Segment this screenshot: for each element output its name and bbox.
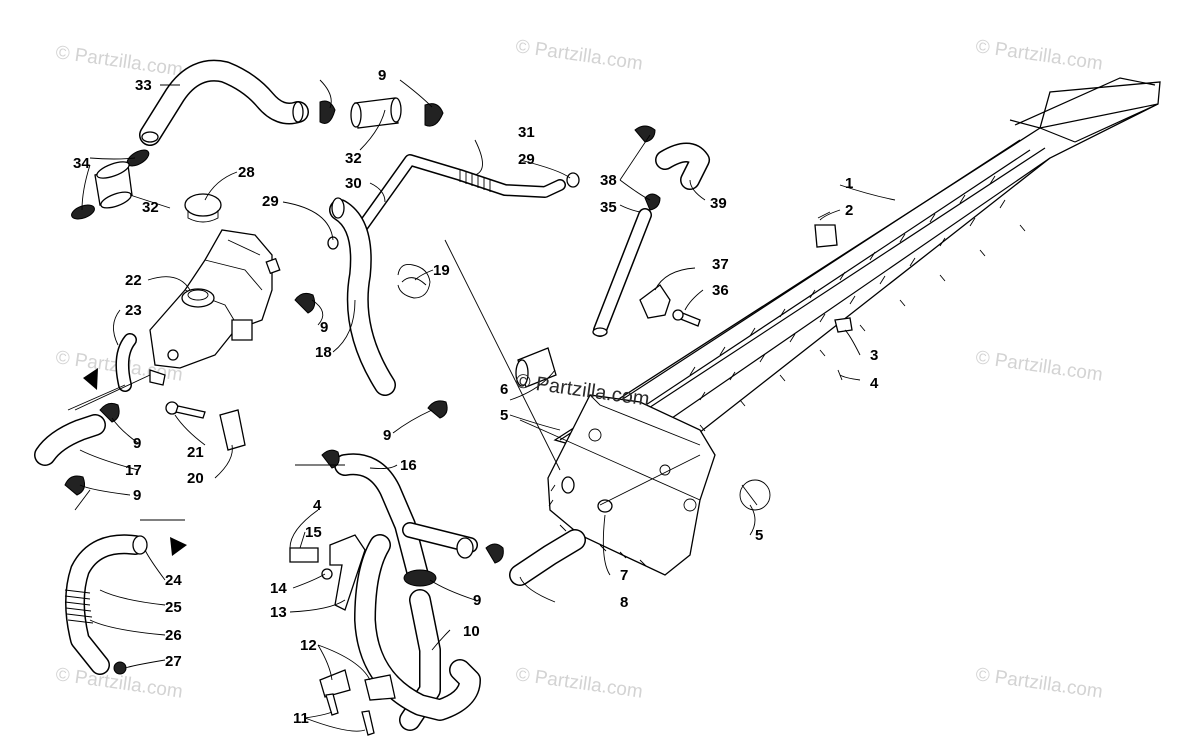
callout-29: 29	[262, 193, 279, 210]
callout-1: 1	[845, 175, 853, 192]
radiator-cap	[184, 193, 222, 223]
callout-2: 2	[845, 202, 853, 219]
coolant-tank	[149, 229, 281, 386]
callout-23: 23	[125, 302, 142, 319]
callout-35: 35	[600, 199, 617, 216]
callout-labels: 1 2 3 4 4 5 5 6 7 8 9 9 9 9 9 9 10 11 12…	[73, 67, 879, 727]
leader-lines	[67, 79, 896, 732]
callout-33: 33	[135, 77, 152, 94]
watermark: © Partzilla.com	[54, 42, 184, 81]
callout-13: 13	[270, 604, 287, 621]
callout-18: 18	[315, 344, 332, 361]
callout-9: 9	[378, 67, 386, 84]
callout-9: 9	[383, 427, 391, 444]
watermark: © Partzilla.com	[974, 36, 1104, 75]
callout-26: 26	[165, 627, 182, 644]
callout-39: 39	[710, 195, 727, 212]
callout-32: 32	[142, 199, 159, 216]
callout-19: 19	[433, 262, 450, 279]
watermarks: © Partzilla.com © Partzilla.com © Partzi…	[54, 36, 1104, 703]
callout-22: 22	[125, 272, 142, 289]
callout-9: 9	[473, 592, 481, 609]
callout-34: 34	[73, 155, 90, 172]
watermark-center: © Partzilla.com	[514, 370, 651, 411]
callout-31: 31	[518, 124, 535, 141]
watermark: © Partzilla.com	[974, 664, 1104, 703]
callout-36: 36	[712, 282, 729, 299]
watermark: © Partzilla.com	[514, 36, 644, 75]
callout-29: 29	[518, 151, 535, 168]
callout-9: 9	[133, 435, 141, 452]
callout-21: 21	[187, 444, 204, 461]
callout-24: 24	[165, 572, 182, 589]
callout-37: 37	[712, 256, 729, 273]
arrow-marker	[170, 537, 187, 556]
arrow-marker	[83, 368, 98, 390]
callout-38: 38	[600, 172, 617, 189]
callout-28: 28	[238, 164, 255, 181]
callout-25: 25	[165, 599, 182, 616]
callout-7: 7	[620, 567, 628, 584]
heat-exchanger	[515, 77, 1161, 576]
callout-10: 10	[463, 623, 480, 640]
callout-5: 5	[755, 527, 763, 544]
callout-9: 9	[133, 487, 141, 504]
callout-16: 16	[400, 457, 417, 474]
callout-4: 4	[313, 497, 322, 514]
hardware	[165, 211, 853, 736]
callout-12: 12	[300, 637, 317, 654]
callout-6: 6	[500, 381, 508, 398]
callout-20: 20	[187, 470, 204, 487]
callout-14: 14	[270, 580, 287, 597]
callout-3: 3	[870, 347, 878, 364]
callout-4: 4	[870, 375, 879, 392]
callout-32: 32	[345, 150, 362, 167]
callout-27: 27	[165, 653, 182, 670]
callout-30: 30	[345, 175, 362, 192]
callout-17: 17	[125, 462, 142, 479]
watermark: © Partzilla.com	[974, 347, 1104, 386]
callout-11: 11	[293, 710, 309, 727]
callout-8: 8	[620, 594, 628, 611]
callout-15: 15	[305, 524, 322, 541]
callout-9: 9	[320, 319, 328, 336]
hoses	[34, 59, 710, 731]
watermark: © Partzilla.com	[514, 664, 644, 703]
callout-5: 5	[500, 407, 508, 424]
